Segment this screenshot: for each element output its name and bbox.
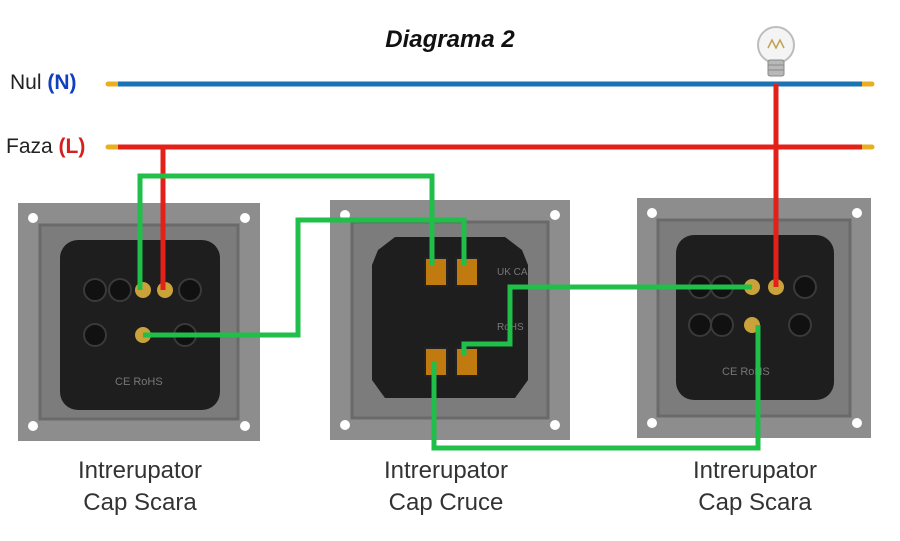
cross-terminal-1	[424, 257, 448, 287]
caption-right-switch: Intrerupator Cap Scara	[625, 455, 885, 519]
caption-left-line1: Intrerupator	[77, 457, 203, 484]
caption-middle-switch: Intrerupator Cap Cruce	[316, 455, 576, 519]
switch-left-screw-1	[135, 282, 151, 298]
caption-middle-line1: Intrerupator	[383, 457, 509, 484]
switch-right-marking: CE RoHS	[722, 366, 770, 378]
light-bulb-icon	[757, 26, 795, 77]
caption-middle-line2: Cap Cruce	[388, 489, 504, 516]
cross-terminal-2	[455, 257, 479, 287]
caption-right-line2: Cap Scara	[698, 489, 812, 516]
switch-right-mechanism	[676, 235, 834, 400]
caption-left-switch: Intrerupator Cap Scara	[10, 455, 270, 519]
switch-middle-mechanism	[372, 237, 528, 398]
phase-label-text: Faza	[6, 135, 53, 158]
traveler-wire-4	[431, 325, 761, 451]
caption-left-line2: Cap Scara	[83, 489, 197, 516]
switch-right: CE RoHS	[637, 198, 871, 438]
traveler-wire-2	[143, 217, 467, 338]
switch-middle: UK CA RoHS	[330, 200, 570, 440]
phase-wire-label: Faza (L)	[6, 135, 85, 159]
neutral-label-text: Nul	[10, 71, 42, 94]
cross-terminal-4	[455, 347, 479, 377]
neutral-code: (N)	[47, 71, 77, 94]
switch-middle-uk-marking: UK CA	[497, 267, 528, 278]
diagram-title: Diagrama 2	[385, 26, 515, 53]
traveler-wire-3	[461, 284, 752, 355]
phase-code: (L)	[58, 135, 86, 158]
switch-left-marking: CE RoHS	[115, 376, 163, 388]
neutral-wire-label: Nul (N)	[10, 71, 77, 95]
caption-right-line1: Intrerupator	[692, 457, 818, 484]
